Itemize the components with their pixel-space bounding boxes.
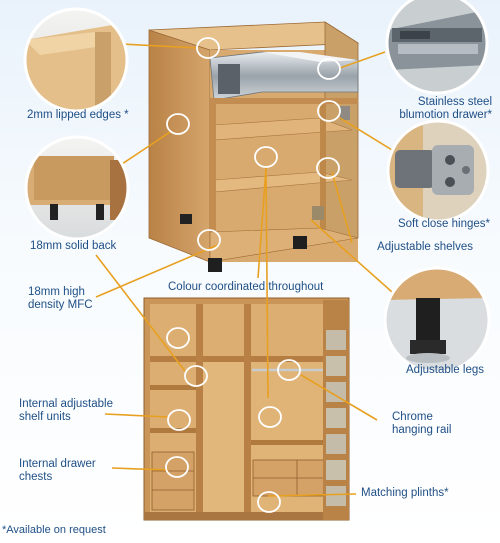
label-adjustable-legs: Adjustable legs bbox=[406, 364, 484, 376]
label-drawer-line1: Internal drawer bbox=[19, 458, 96, 470]
label-mfc: 18mm high density MFC bbox=[28, 286, 93, 312]
label-stainless-line2: blumotion drawer* bbox=[399, 109, 492, 121]
label-colour-coordinated: Colour coordinated throughout bbox=[168, 281, 324, 293]
label-matching-plinths: Matching plinths* bbox=[361, 487, 449, 499]
callout-markers bbox=[165, 37, 341, 513]
detail-soft-close-hinge bbox=[386, 119, 490, 223]
detail-adjustable-leg bbox=[383, 266, 491, 374]
label-solid-back: 18mm solid back bbox=[30, 240, 117, 252]
footnote: *Available on request bbox=[2, 524, 106, 536]
callout-lines bbox=[95, 43, 393, 497]
label-shelf-units-line1: Internal adjustable bbox=[19, 398, 113, 410]
detail-solid-back bbox=[24, 135, 130, 241]
label-adjustable-shelves: Adjustable shelves bbox=[377, 241, 473, 253]
label-drawer-line2: chests bbox=[19, 471, 53, 483]
label-chrome-line2: hanging rail bbox=[392, 424, 452, 436]
label-stainless-steel: Stainless steel blumotion drawer* bbox=[399, 96, 492, 122]
label-drawer-chests: Internal drawer chests bbox=[19, 458, 96, 484]
label-stainless-line1: Stainless steel bbox=[417, 96, 492, 108]
label-chrome-rail: Chrome hanging rail bbox=[392, 411, 451, 437]
label-mfc-line2: density MFC bbox=[28, 299, 93, 311]
wardrobe bbox=[143, 297, 350, 521]
label-shelf-units: Internal adjustable shelf units bbox=[19, 398, 113, 424]
cabinet bbox=[148, 21, 360, 272]
detail-lipped-edges bbox=[23, 7, 129, 113]
label-chrome-line1: Chrome bbox=[392, 411, 433, 423]
label-mfc-line1: 18mm high bbox=[28, 286, 85, 298]
label-lipped-edges: 2mm lipped edges * bbox=[27, 109, 129, 121]
label-soft-close: Soft close hinges* bbox=[397, 218, 490, 230]
label-shelf-units-line2: shelf units bbox=[19, 411, 71, 423]
detail-blumotion-drawer bbox=[385, 0, 489, 95]
